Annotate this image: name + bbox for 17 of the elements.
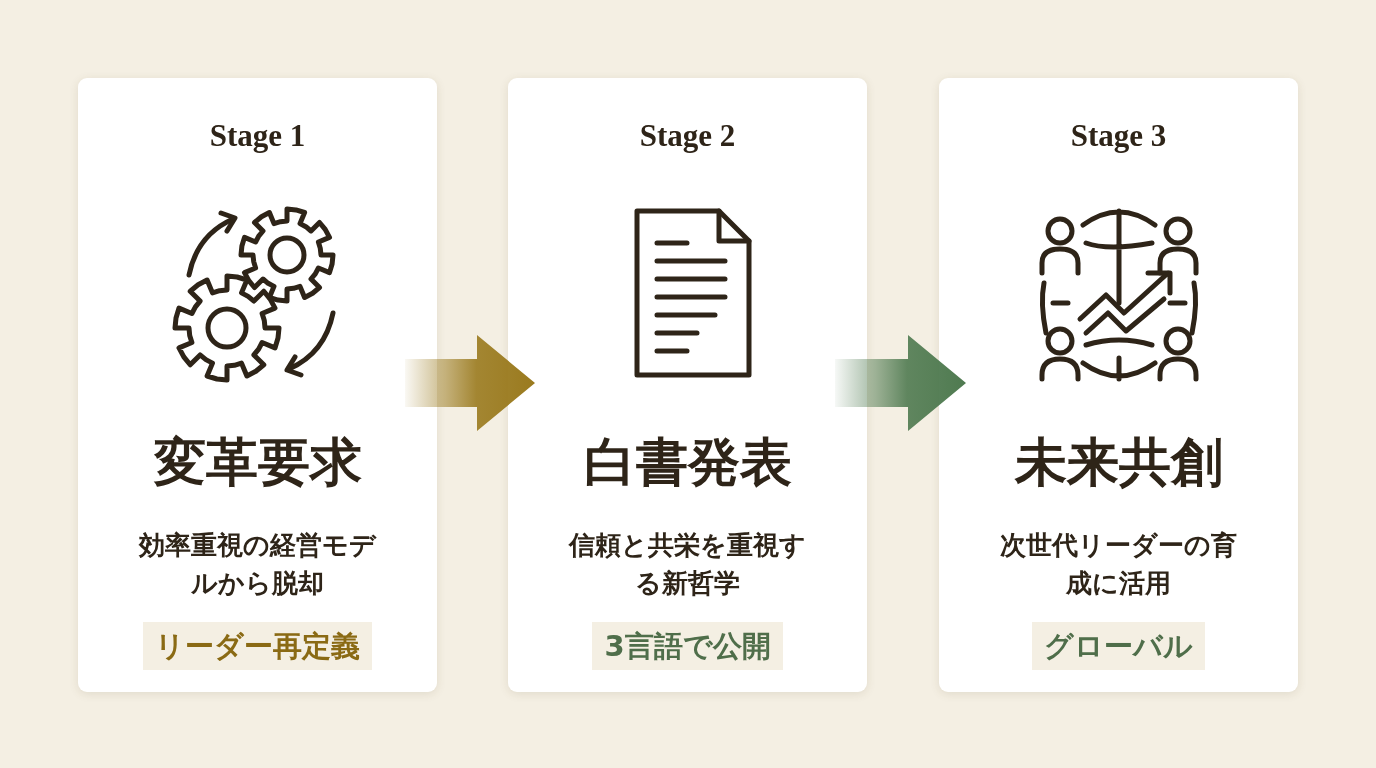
stage-title: 未来共創	[1013, 430, 1224, 494]
stage-label: Stage 3	[1069, 118, 1168, 154]
stage-label: Stage 2	[638, 118, 737, 154]
keyword-tag: リーダー再定義	[143, 622, 372, 670]
flow-arrow	[405, 335, 535, 431]
stage-label: Stage 1	[208, 118, 307, 154]
keyword-tag: グローバル	[1032, 622, 1205, 670]
stage-description: 信頼と共栄を重視する新哲学	[567, 529, 807, 600]
stage-card	[939, 78, 1298, 692]
stage-description: 効率重視の経営モデルから脱却	[137, 529, 378, 600]
stage-description: 次世代リーダーの育成に活用	[999, 529, 1238, 600]
flow-arrow	[835, 335, 966, 431]
stage-title: 白書発表	[582, 430, 793, 494]
keyword-tag: 3言語で公開	[592, 622, 783, 670]
stage-title: 変革要求	[152, 430, 363, 494]
stage-card	[78, 78, 437, 692]
stage-card	[508, 78, 867, 692]
